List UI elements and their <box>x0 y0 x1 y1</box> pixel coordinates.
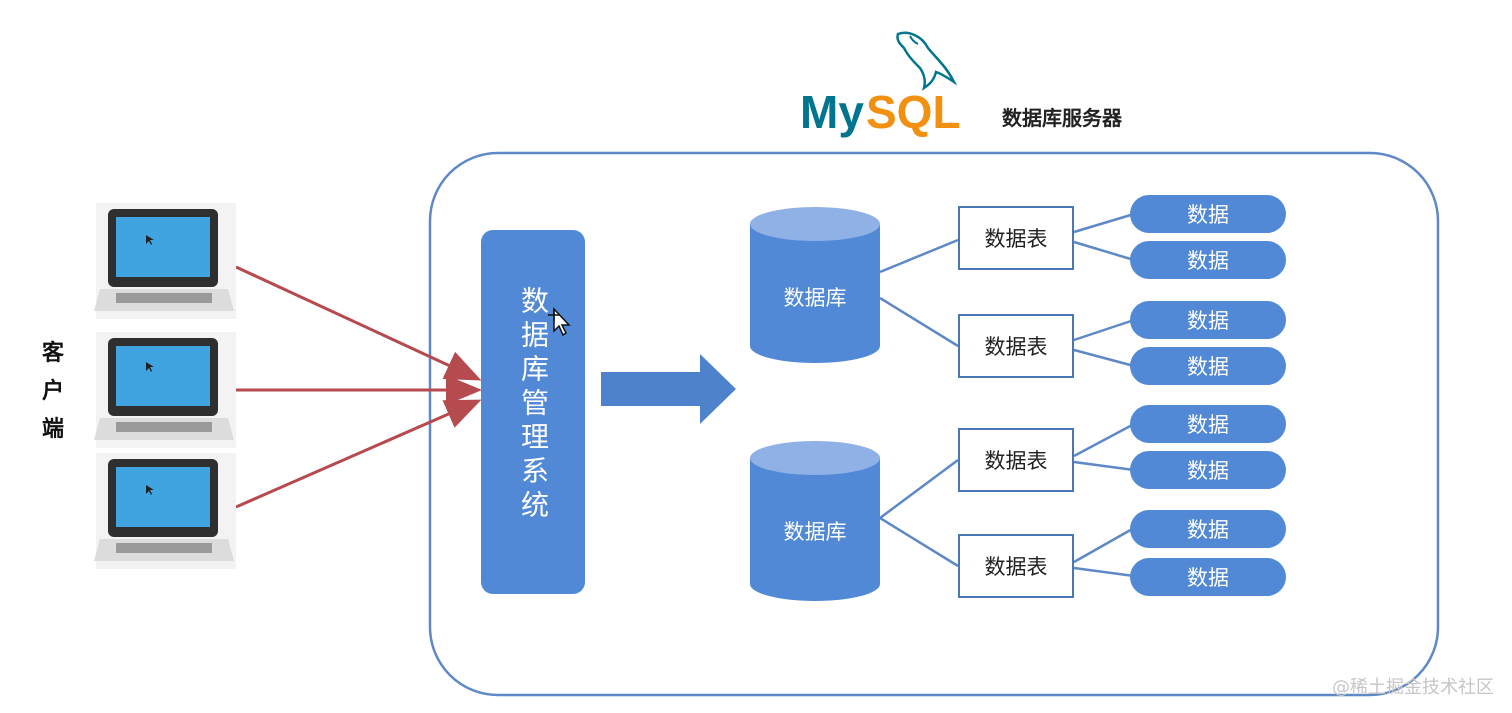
server-container <box>428 151 1440 697</box>
data-pill: 数据 <box>1130 451 1286 489</box>
table-box: 数据表 <box>958 428 1074 492</box>
client-arrow-3 <box>235 399 482 509</box>
mysql-dolphin-icon: My SQL ™ <box>800 31 961 138</box>
logo-tm: ™ <box>947 121 955 130</box>
connector-lines <box>879 212 1135 578</box>
client-label: 客 户 端 <box>38 335 68 449</box>
mysql-logo: My SQL ™ <box>800 28 965 138</box>
move-icon <box>548 309 560 321</box>
logo-my: My <box>800 86 864 138</box>
database-cylinder-1 <box>750 207 880 363</box>
client-label-char: 客 <box>41 341 64 366</box>
dbms-box: 数据库管理系统 <box>481 230 585 594</box>
dbms-label: 数据库管理系统 <box>517 286 550 524</box>
database-label: 数据库 <box>783 520 847 544</box>
logo-sql: SQL <box>866 86 961 138</box>
data-pill: 数据 <box>1130 241 1286 279</box>
client-arrow-1 <box>235 265 482 381</box>
database-cylinder-2 <box>750 441 880 601</box>
server-title: 数据库服务器 <box>1002 106 1122 130</box>
data-pill: 数据 <box>1130 195 1286 233</box>
table-box: 数据表 <box>958 314 1074 378</box>
table-box: 数据表 <box>958 534 1074 598</box>
data-pill: 数据 <box>1130 510 1286 548</box>
data-pill: 数据 <box>1130 347 1286 385</box>
dbms-to-db-arrow <box>601 354 736 424</box>
watermark: @稀土掘金技术社区 <box>1332 677 1494 698</box>
client-label-char: 户 <box>41 379 64 404</box>
laptop-icon <box>94 453 236 569</box>
cursor-icon <box>548 307 571 337</box>
table-box: 数据表 <box>958 206 1074 270</box>
laptop-icon <box>94 203 236 319</box>
data-pill: 数据 <box>1130 301 1286 339</box>
data-pill: 数据 <box>1130 558 1286 596</box>
client-label-char: 端 <box>41 417 64 442</box>
laptop-icon <box>94 332 236 448</box>
data-pill: 数据 <box>1130 405 1286 443</box>
database-label: 数据库 <box>783 286 847 310</box>
